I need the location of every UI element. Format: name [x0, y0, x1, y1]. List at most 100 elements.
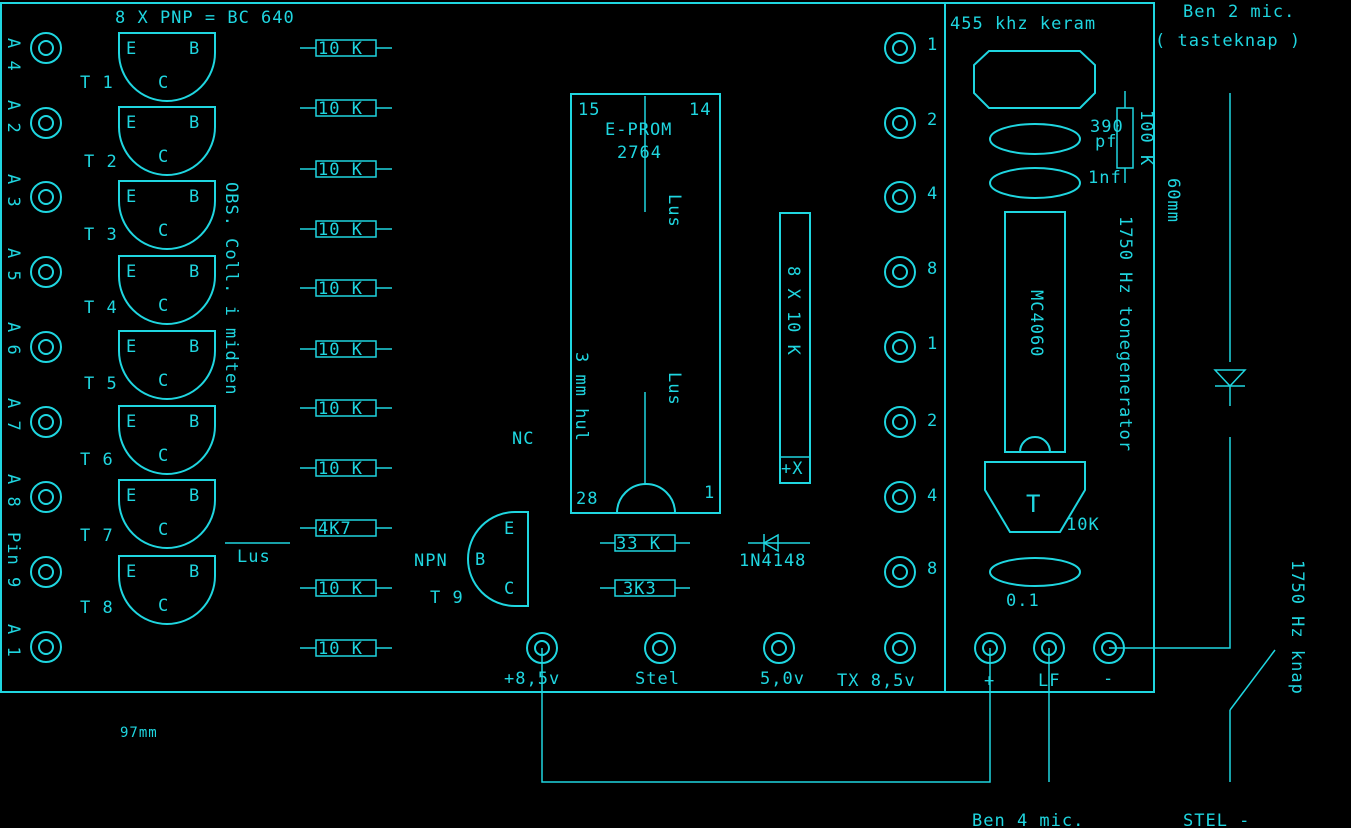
- right-pin-label: 4: [927, 184, 938, 204]
- resistor-label: 10 K: [318, 399, 363, 419]
- transistor-note: 8 X PNP = BC 640: [115, 8, 295, 28]
- resistor-label: 10 K: [318, 220, 363, 240]
- knap-label: 1750 Hz knap: [1287, 560, 1307, 695]
- svg-text:B: B: [189, 412, 200, 432]
- svg-text:E: E: [126, 486, 137, 506]
- resistor-3k3: [600, 579, 690, 597]
- wire-supply: [541, 648, 991, 783]
- nc-label: NC: [512, 429, 534, 449]
- eprom-pin15: 15: [578, 100, 600, 120]
- left-label: A 1: [3, 624, 23, 658]
- ic-notch: [1019, 436, 1051, 453]
- bottom-pads: [526, 632, 916, 664]
- tone-pad-minus: -: [1103, 669, 1114, 689]
- bottom-pad-label: Stel: [635, 669, 680, 689]
- bottom-pad-label: TX 8,5v: [837, 671, 916, 691]
- stel-minus-label: STEL -: [1183, 811, 1250, 828]
- npn-name: T 9: [430, 588, 464, 608]
- resistor-label: 10 K: [318, 99, 363, 119]
- resistor-array-mark: +X: [781, 459, 803, 479]
- resistor-label: 10 K: [318, 459, 363, 479]
- cap1-unit: pf: [1095, 132, 1117, 152]
- height-dimension: 60mm: [1163, 178, 1183, 223]
- npn-base: B: [475, 550, 486, 570]
- capacitor-1nf: [989, 167, 1081, 199]
- svg-text:C: C: [158, 221, 169, 241]
- svg-text:E: E: [126, 113, 137, 133]
- tone-section-title: 1750 Hz tonegenerator: [1115, 216, 1135, 452]
- resistor-column: [300, 39, 392, 657]
- external-diode: [1213, 93, 1247, 406]
- right-pin-label: 2: [927, 110, 938, 130]
- eprom-part: 2764: [617, 143, 662, 163]
- bottom-pad-label: 5,0v: [760, 669, 805, 689]
- right-pads: [884, 32, 916, 588]
- tone-transistor-label: T: [1026, 490, 1041, 518]
- svg-text:C: C: [158, 596, 169, 616]
- svg-text:E: E: [126, 262, 137, 282]
- r10k-label: 10K: [1066, 515, 1100, 535]
- svg-text:B: B: [189, 562, 200, 582]
- cap1-value: 390: [1090, 117, 1124, 137]
- npn-type: NPN: [414, 551, 448, 571]
- svg-text:C: C: [158, 371, 169, 391]
- ceramic-resonator: [973, 50, 1096, 109]
- right-pin-label: 4: [927, 486, 938, 506]
- mic-pin2-label: Ben 2 mic.: [1183, 2, 1295, 22]
- resistor-label: 4K7: [318, 519, 352, 539]
- transistor-name: T 5: [84, 374, 118, 394]
- width-dimension: 97mm: [120, 725, 158, 741]
- transistor-t4: E BC: [118, 255, 216, 325]
- resistor-label: 10 K: [318, 340, 363, 360]
- eprom-pin1: 1: [704, 483, 715, 503]
- svg-text:B: B: [189, 187, 200, 207]
- left-label: A 5: [3, 248, 23, 282]
- svg-text:C: C: [158, 147, 169, 167]
- svg-text:C: C: [158, 296, 169, 316]
- eprom-pin28: 28: [576, 489, 598, 509]
- resistor-label: 10 K: [318, 639, 363, 659]
- eprom-notch: [616, 483, 676, 514]
- right-pin-label: 1: [927, 334, 938, 354]
- svg-text:C: C: [158, 446, 169, 466]
- left-pads: [30, 32, 62, 663]
- cap2-value: 1nf: [1088, 168, 1122, 188]
- left-label: A 2: [3, 100, 23, 134]
- knap-switch: [1229, 649, 1276, 782]
- tone-pad-plus: +: [984, 671, 995, 691]
- lus-left-label: Lus: [237, 547, 271, 567]
- crystal-label: 455 khz keram: [950, 14, 1096, 34]
- left-label: A 7: [3, 398, 23, 432]
- transistor-name: T 8: [80, 598, 114, 618]
- transistor-name: T 2: [84, 152, 118, 172]
- res100-label: 100 K: [1136, 110, 1156, 166]
- resistor-array-label: 8 X 10 K: [783, 266, 803, 356]
- eprom-outline: [570, 93, 721, 514]
- main-board-outline: [0, 2, 1155, 693]
- npn-transistor-body: [467, 511, 529, 607]
- diode-1n4148: [748, 533, 810, 553]
- left-label: A 4: [3, 38, 23, 72]
- eprom-name: E-PROM: [605, 120, 672, 140]
- bottom-pad-label: +8,5v: [504, 669, 560, 689]
- svg-text:E: E: [126, 562, 137, 582]
- svg-text:B: B: [189, 39, 200, 59]
- transistor-t8: E BC: [118, 555, 216, 625]
- right-pin-label: 8: [927, 259, 938, 279]
- npn-emitter: E: [504, 519, 515, 539]
- svg-text:B: B: [189, 337, 200, 357]
- transistor-name: T 3: [84, 225, 118, 245]
- resistor-label: 10 K: [318, 160, 363, 180]
- capacitor-390pf: [989, 123, 1081, 155]
- npn-collector: C: [504, 579, 515, 599]
- obs-note: OBS. Coll. i midten: [221, 182, 241, 395]
- svg-text:C: C: [158, 73, 169, 93]
- right-pin-label: 2: [927, 411, 938, 431]
- svg-text:B: B: [189, 262, 200, 282]
- eprom-pin14: 14: [689, 100, 711, 120]
- transistor-name: T 4: [84, 298, 118, 318]
